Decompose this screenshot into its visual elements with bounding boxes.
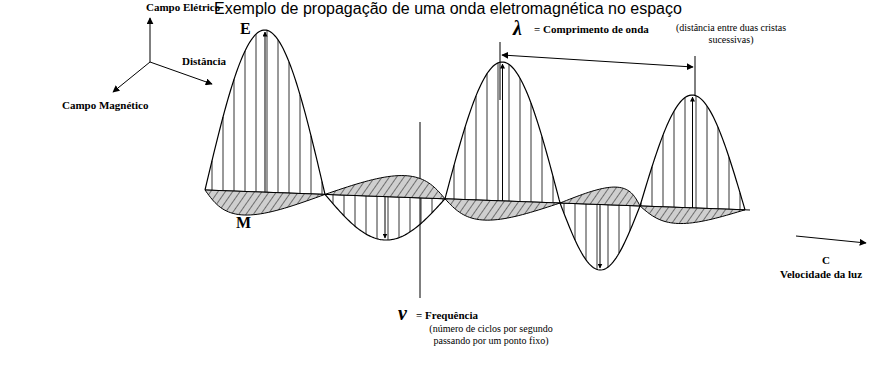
field-line — [729, 157, 730, 209]
title: Exemplo de propagação de uma onda eletro… — [214, 0, 682, 18]
field-line — [630, 206, 631, 231]
field-line — [388, 197, 389, 240]
field-line — [311, 136, 312, 194]
field-line — [498, 63, 499, 201]
wavelength-arrow — [502, 55, 693, 67]
field-arrow — [265, 32, 266, 192]
electric-wave — [205, 30, 745, 270]
field-line — [366, 196, 367, 234]
field-line — [267, 30, 268, 192]
field-line — [696, 96, 697, 208]
field-line — [454, 165, 455, 199]
field-line — [377, 196, 378, 238]
field-line — [619, 205, 620, 253]
propagation-arrow — [796, 236, 866, 243]
field-line — [608, 205, 609, 267]
label: C — [822, 254, 830, 267]
magnetic-lobe — [640, 206, 745, 224]
magnetic-lobe — [205, 190, 325, 215]
label: Velocidade da luz — [780, 268, 862, 281]
label: ν — [398, 302, 407, 325]
field-line — [421, 198, 422, 224]
field-line — [300, 95, 301, 194]
field-line — [663, 135, 664, 207]
electric-axis — [150, 18, 151, 62]
field-arrow — [502, 64, 503, 201]
field-line — [652, 167, 653, 207]
field-line — [245, 51, 246, 191]
field-line — [289, 62, 290, 193]
field-line — [674, 111, 675, 207]
field-arrow — [600, 204, 601, 268]
field-line — [718, 127, 719, 209]
field-line — [410, 198, 411, 232]
label: = Comprimento de onda — [534, 23, 649, 36]
label: (número de ciclos por segundo passando p… — [416, 323, 566, 346]
field-line — [256, 34, 257, 192]
field-line — [586, 204, 587, 260]
field-line — [223, 117, 224, 191]
field-arrow — [385, 197, 386, 238]
field-line — [465, 127, 466, 199]
field-line — [531, 103, 532, 202]
field-line — [542, 137, 543, 203]
wavelength-tick — [500, 42, 501, 100]
wavelength-tick — [695, 56, 696, 96]
field-line — [355, 196, 356, 227]
field-line — [344, 195, 345, 216]
field-line — [487, 74, 488, 201]
field-line — [509, 64, 510, 201]
field-line — [520, 78, 521, 201]
label: Campo Magnético — [62, 99, 148, 112]
magnetic-axis — [113, 62, 150, 92]
fixed-point-line — [420, 122, 421, 298]
field-line — [333, 195, 334, 204]
field-line — [685, 98, 686, 208]
field-line — [553, 176, 554, 202]
field-line — [399, 197, 400, 238]
label: Distância — [182, 55, 226, 68]
field-line — [432, 198, 433, 212]
field-line — [707, 106, 708, 208]
field-line — [234, 79, 235, 191]
field-line — [278, 40, 279, 193]
magnetic-lobe — [325, 176, 445, 199]
label: λ — [513, 17, 522, 40]
label: (distância entre duas cristas sucessivas… — [672, 22, 790, 45]
label: Campo Elétrico — [146, 1, 220, 14]
field-line — [476, 96, 477, 200]
magnetic-lobe — [560, 187, 640, 206]
field-arrow — [692, 97, 693, 208]
wave-group — [205, 30, 750, 270]
label: E — [240, 20, 251, 38]
label: M — [236, 214, 251, 232]
field-line — [575, 204, 576, 240]
field-line — [212, 161, 213, 191]
label: = Frequência — [416, 309, 478, 322]
magnetic-lobe — [445, 199, 560, 220]
field-line — [597, 204, 598, 269]
